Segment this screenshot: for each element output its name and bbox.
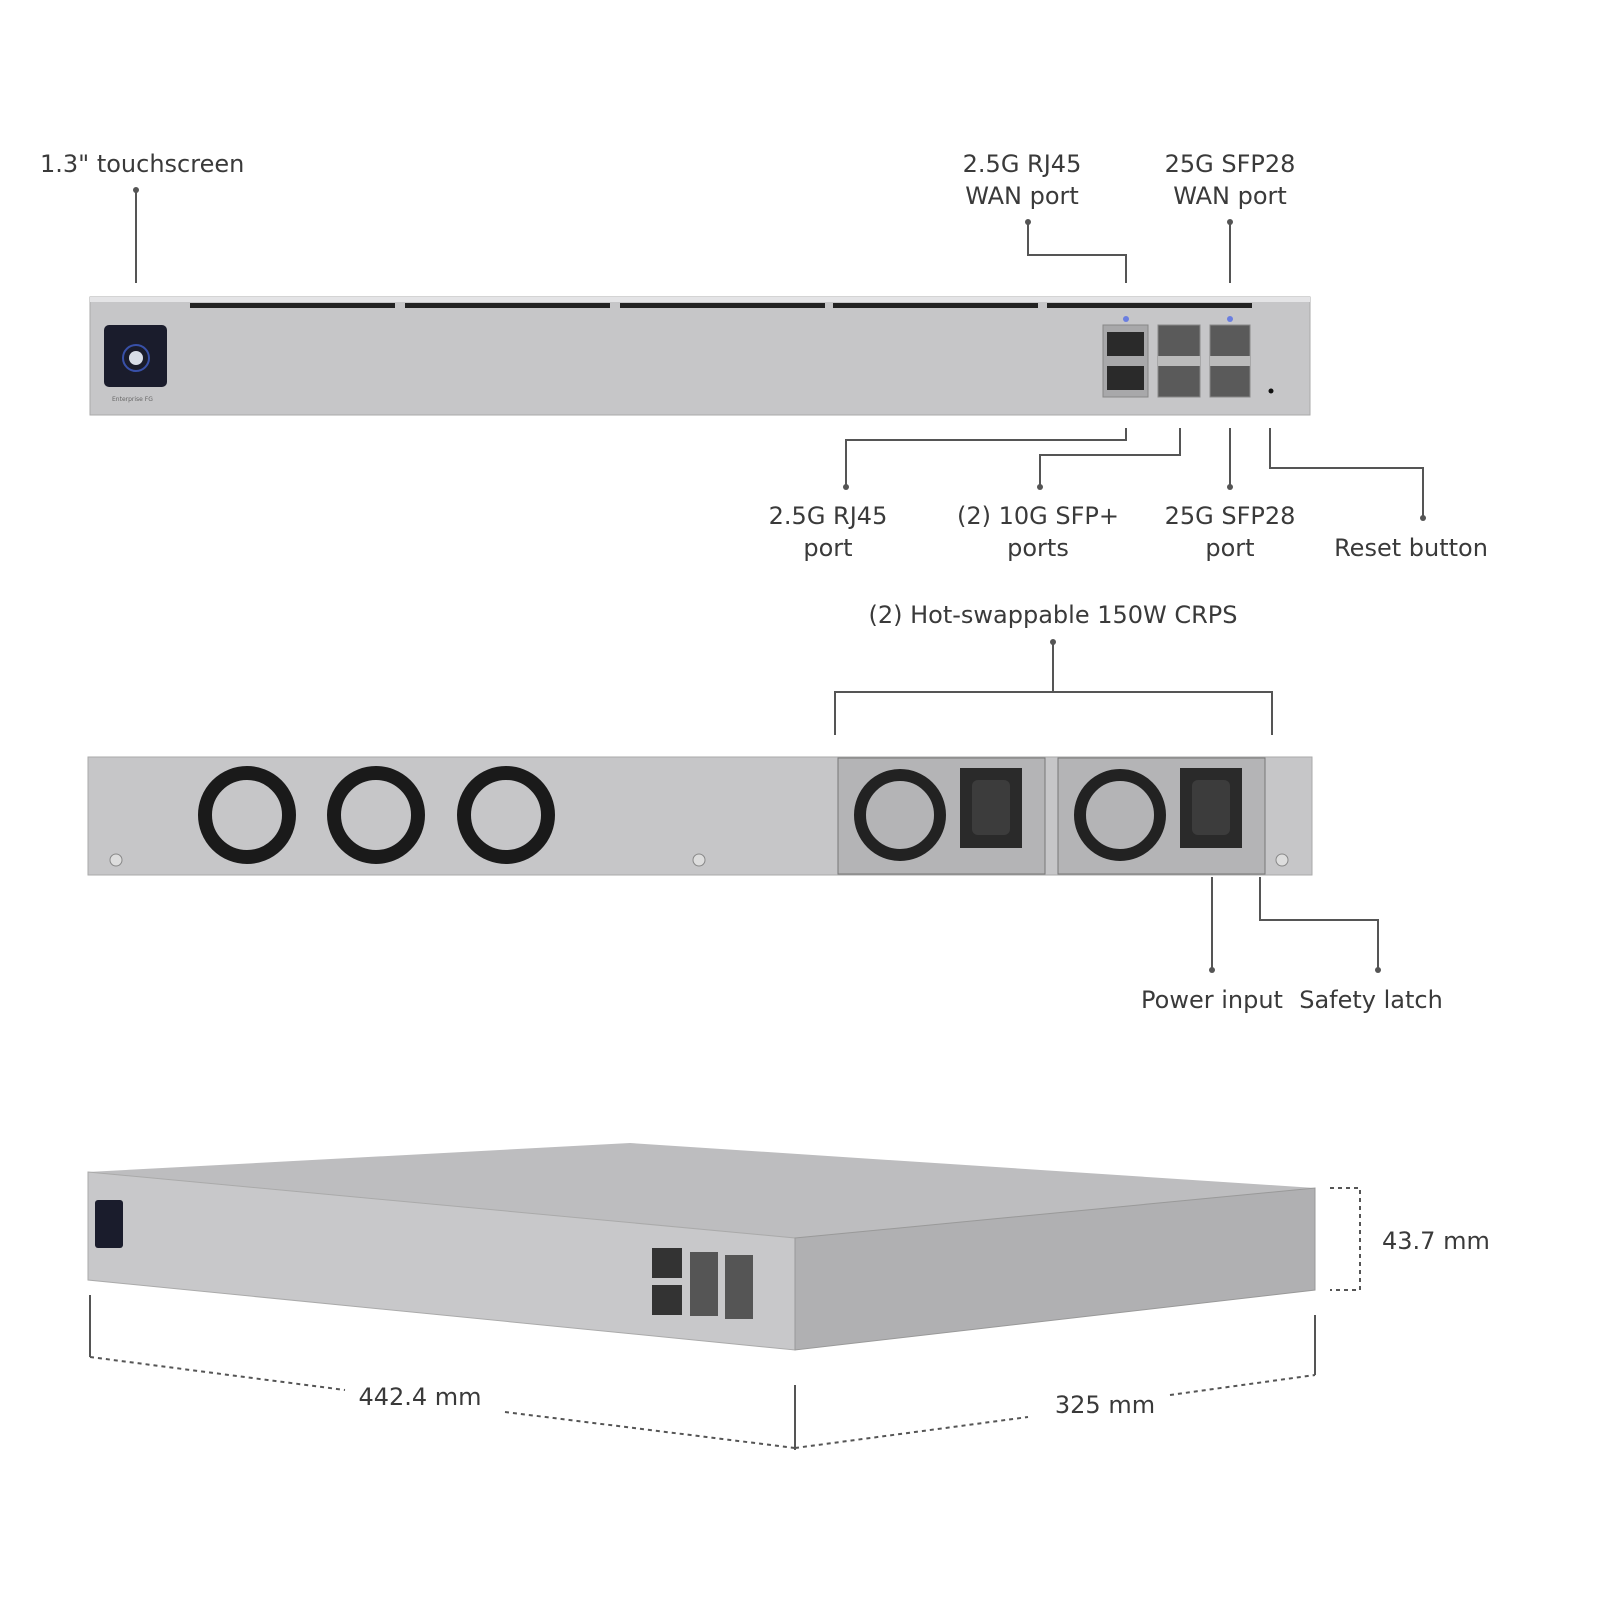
- reset-hole: [1268, 388, 1274, 394]
- touchscreen-display: [104, 325, 167, 387]
- label-reset-button: Reset button: [1334, 534, 1488, 562]
- device-model-label: Enterprise FG: [112, 396, 153, 403]
- label-sfp-plus: (2) 10G SFP+ports: [956, 502, 1119, 562]
- dimension-depth: 325 mm: [1054, 1391, 1156, 1419]
- fan-vents: [198, 766, 555, 864]
- rear-leader-lines: [834, 642, 1379, 970]
- label-power-input: Power input: [1141, 986, 1283, 1014]
- psu-1: [837, 757, 1046, 875]
- front-leader-lines: [135, 190, 1424, 518]
- rj45-ports: [1102, 324, 1149, 398]
- label-safety-latch: Safety latch: [1299, 986, 1443, 1014]
- dimension-width: 442.4 mm: [358, 1383, 482, 1411]
- dimension-lines: [89, 1187, 1361, 1449]
- psu-2: [1057, 757, 1266, 875]
- dimension-height: 43.7 mm: [1382, 1227, 1490, 1255]
- isometric-device: [87, 1143, 1316, 1351]
- label-touchscreen: 1.3" touchscreen: [40, 150, 245, 178]
- sfp-plus-ports: [1157, 324, 1201, 398]
- sfp28-ports: [1209, 324, 1251, 398]
- label-psu: (2) Hot-swappable 150W CRPS: [868, 601, 1238, 629]
- rear-panel-device: [87, 756, 1313, 876]
- front-panel-device: [89, 296, 1311, 416]
